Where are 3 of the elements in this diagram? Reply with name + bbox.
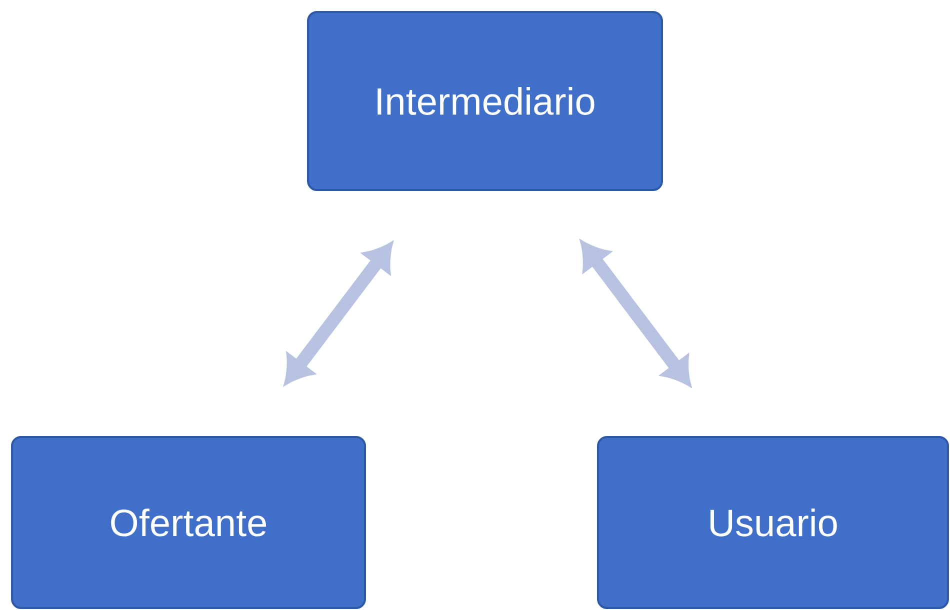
process-box: Intermediario <box>307 11 663 191</box>
process-box: Usuario <box>597 436 949 609</box>
process-box: Ofertante <box>11 436 366 609</box>
